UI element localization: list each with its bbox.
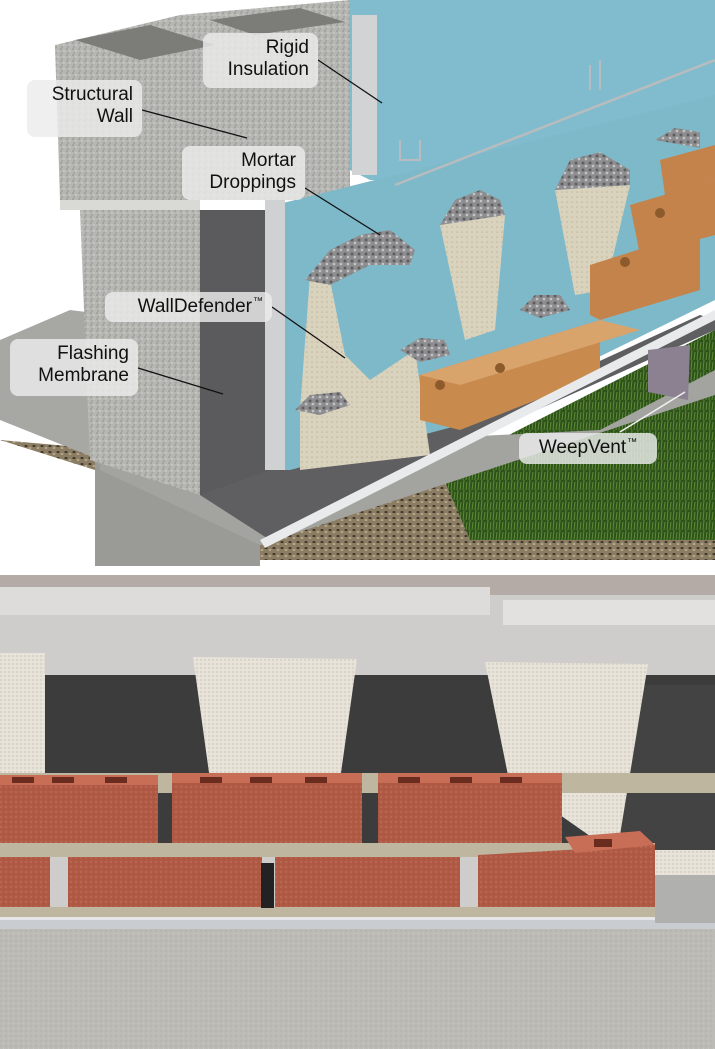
label-weepvent: WeepVent™ — [519, 433, 657, 464]
label-rigid-insulation: Rigid Insulation — [203, 33, 318, 88]
label-walldefender: WallDefender™ — [105, 292, 272, 322]
wall-cutaway-illustration: Rigid Insulation Structural Wall Mortar … — [0, 0, 715, 566]
installed-product-drawing — [0, 575, 715, 1049]
installed-product-photo — [0, 575, 715, 1049]
label-flashing-membrane: Flashing Membrane — [10, 339, 138, 396]
label-structural-wall: Structural Wall — [27, 80, 142, 137]
label-mortar-droppings: Mortar Droppings — [182, 146, 305, 200]
